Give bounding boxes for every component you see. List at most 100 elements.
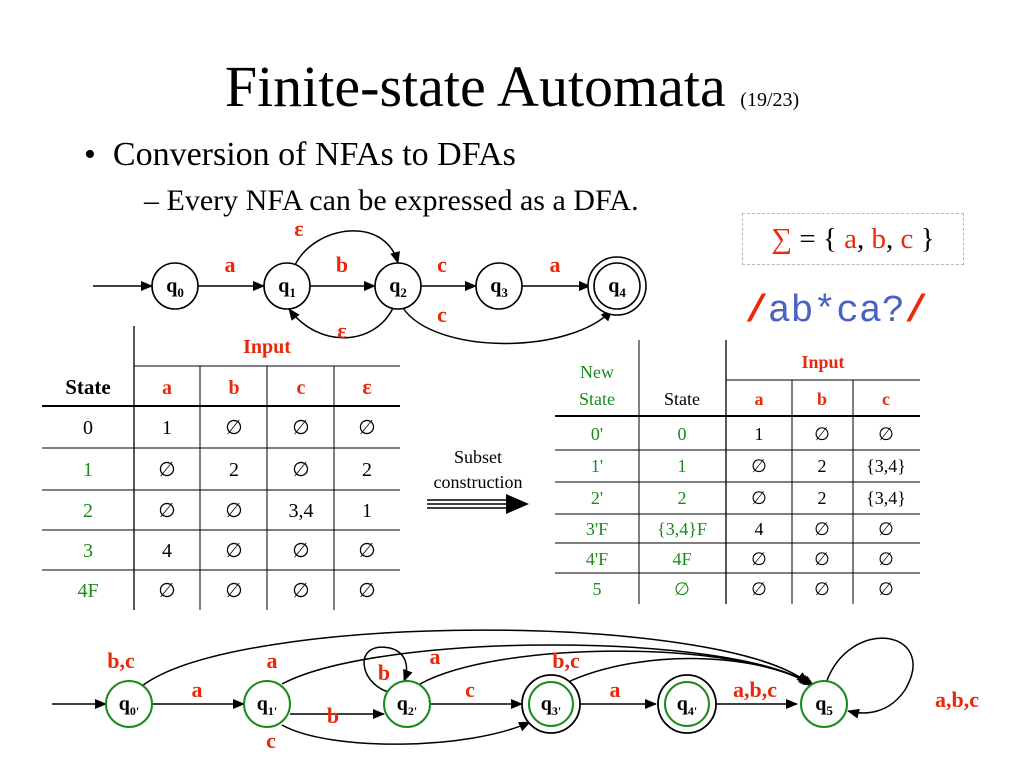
dfa-label: b xyxy=(327,703,339,728)
table-cell: ∅ xyxy=(158,459,175,481)
column-header: c xyxy=(882,389,890,409)
dfa-state-q3-accept: q3' xyxy=(521,674,581,734)
page-title: Finite-state Automata (19/23) xyxy=(0,52,1024,135)
input-header: Input xyxy=(243,336,291,358)
subset-construction-arrow: Subset construction xyxy=(427,447,529,514)
dfa-diagram: q0' q1' q2' q3' q4' q5 b,c a b a b,c a xyxy=(52,629,979,753)
table-cell: 1 xyxy=(162,417,172,439)
alphabet-a: a xyxy=(844,223,858,255)
dfa-label: c xyxy=(266,728,276,753)
table-cell: 0 xyxy=(83,417,93,439)
nfa-label-epsilon: ε xyxy=(294,216,303,241)
table-cell: ∅ xyxy=(292,580,309,602)
svg-text:q0: q0 xyxy=(166,275,184,300)
table-cell: 4F xyxy=(672,549,691,569)
table-cell: 3 xyxy=(83,540,93,562)
table-cell: ∅ xyxy=(225,500,242,522)
table-cell: ∅ xyxy=(751,488,767,508)
svg-text:q4: q4 xyxy=(608,275,626,300)
table-cell: 0' xyxy=(591,424,603,444)
table-cell: 4F xyxy=(77,580,98,602)
construction-label: construction xyxy=(434,472,523,492)
dfa-transition-table: Input New State State a b c 0' 0 1 ∅ ∅ 1… xyxy=(555,340,920,604)
nfa-edge-q2-q4 xyxy=(402,307,613,345)
dfa-state-q5: q5 xyxy=(800,680,848,728)
nfa-state-q4-accept: q4 xyxy=(587,256,647,316)
nfa-label-c: c xyxy=(437,252,447,277)
dfa-label: a xyxy=(267,648,278,673)
svg-text:q5: q5 xyxy=(815,693,833,718)
column-header: c xyxy=(297,377,306,399)
input-header: Input xyxy=(801,352,844,372)
table-cell: 0 xyxy=(678,424,687,444)
table-cell: 1 xyxy=(678,456,687,476)
table-cell: ∅ xyxy=(814,549,830,569)
table-cell: {3,4} xyxy=(866,488,906,508)
table-cell: ∅ xyxy=(878,424,894,444)
alphabet-open: = { xyxy=(799,223,837,255)
table-cell: ∅ xyxy=(751,579,767,599)
table-cell: ∅ xyxy=(158,500,175,522)
alphabet-b: b xyxy=(871,223,887,255)
alphabet-close: } xyxy=(920,223,935,255)
svg-text:q2: q2 xyxy=(389,275,407,300)
table-cell: ∅ xyxy=(814,519,830,539)
dfa-label: a xyxy=(192,677,203,702)
table-cell: {3,4}F xyxy=(657,519,707,539)
new-state-header: New xyxy=(580,362,614,382)
dfa-label: a xyxy=(430,644,441,669)
dfa-state-q1: q1' xyxy=(243,680,291,728)
nfa-edge-q2-q1-epsilon xyxy=(288,307,394,339)
dfa-self-loop-q5 xyxy=(825,637,914,719)
sub-bullet-item: – Every NFA can be expressed as a DFA. xyxy=(144,184,639,217)
dfa-state-q4-accept: q4' xyxy=(657,674,717,734)
nfa-label-epsilon: ε xyxy=(337,318,346,343)
table-cell: ∅ xyxy=(358,417,375,439)
table-cell: 4 xyxy=(755,519,764,539)
table-cell: 2 xyxy=(818,456,827,476)
table-cell: 2 xyxy=(362,459,372,481)
dfa-label: a xyxy=(610,677,621,702)
state-header: State xyxy=(664,389,700,409)
dfa-edge-q1-q3 xyxy=(281,721,531,745)
table-cell: 3,4 xyxy=(289,500,314,522)
table-cell: 4'F xyxy=(586,549,608,569)
dfa-label: b xyxy=(378,660,390,685)
table-cell: ∅ xyxy=(358,540,375,562)
table-cell: ∅ xyxy=(751,456,767,476)
svg-text:q3: q3 xyxy=(490,275,508,300)
new-state-header: State xyxy=(579,389,615,409)
dfa-label: b,c xyxy=(552,648,580,673)
table-cell: 1 xyxy=(362,500,372,522)
nfa-state-q3: q3 xyxy=(475,262,523,310)
column-header: b xyxy=(228,377,239,399)
nfa-label-a: a xyxy=(550,252,561,277)
column-header: a xyxy=(755,389,764,409)
nfa-label-c: c xyxy=(437,302,447,327)
table-cell: 4 xyxy=(162,540,172,562)
table-cell: ∅ xyxy=(225,540,242,562)
nfa-transition-table: Input State a b c ε 0 1 ∅ ∅ ∅ 1 ∅ 2 ∅ 2 … xyxy=(42,326,400,610)
table-cell: ∅ xyxy=(158,580,175,602)
regex-slash: / xyxy=(904,290,928,333)
subset-label: Subset xyxy=(454,447,502,467)
sigma-symbol: ∑ xyxy=(771,223,793,255)
regex-expression: /ab*ca?/ xyxy=(745,290,927,333)
title-text: Finite-state Automata xyxy=(224,54,726,119)
table-cell: ∅ xyxy=(814,424,830,444)
column-header: ε xyxy=(362,374,371,399)
bullet-text: Conversion of NFAs to DFAs xyxy=(112,136,516,173)
dfa-label: a,b,c xyxy=(935,687,979,712)
dfa-self-loop-q2 xyxy=(363,646,413,694)
table-cell: 2 xyxy=(229,459,239,481)
nfa-state-q0: q0 xyxy=(151,262,199,310)
alphabet-sep: , xyxy=(857,223,865,255)
table-cell: ∅ xyxy=(878,519,894,539)
table-cell: 2 xyxy=(83,500,93,522)
table-cell: 1 xyxy=(755,424,764,444)
table-cell: ∅ xyxy=(674,579,690,599)
table-cell: 3'F xyxy=(586,519,608,539)
dfa-label: c xyxy=(465,677,475,702)
table-cell: ∅ xyxy=(878,579,894,599)
table-cell: ∅ xyxy=(225,417,242,439)
